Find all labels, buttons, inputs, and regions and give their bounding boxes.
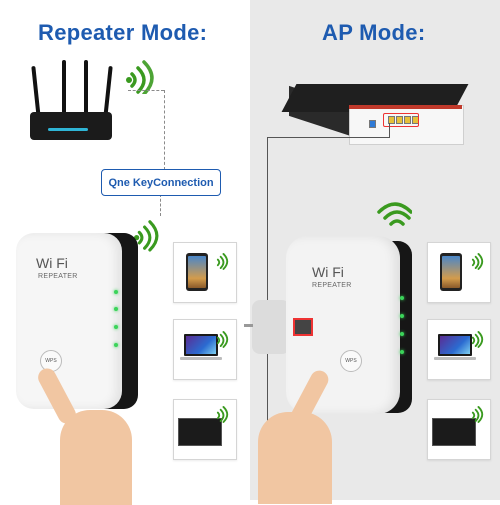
smartphone-icon <box>440 253 462 291</box>
device-card-phone <box>173 242 237 303</box>
ethernet-port <box>388 116 395 124</box>
wifi-repeater-device <box>16 233 122 409</box>
router-status-light <box>48 128 88 131</box>
one-key-connection-button[interactable]: Qne KeyConnection <box>101 169 221 196</box>
smartphone-icon <box>186 253 208 291</box>
hand <box>258 412 332 504</box>
status-led <box>400 296 404 300</box>
wps-button[interactable]: WPS <box>40 350 62 372</box>
repeater-ethernet-port <box>293 318 313 336</box>
repeater-label: REPEATER <box>312 282 352 289</box>
wifi-logo: Wi Fi <box>36 255 68 271</box>
ap-mode-heading: AP Mode: <box>322 20 426 45</box>
status-led <box>400 332 404 336</box>
status-led <box>400 314 404 318</box>
link-line <box>160 194 161 216</box>
status-led <box>114 290 118 294</box>
wireless-router <box>30 112 112 140</box>
hand <box>60 410 132 505</box>
wifi-logo: Wi Fi <box>312 264 344 280</box>
device-card-tv <box>427 399 491 460</box>
ethernet-port <box>404 116 411 124</box>
repeater-mode-heading: Repeater Mode: <box>38 20 208 45</box>
wifi-signal-icon <box>471 331 484 348</box>
device-card-phone <box>427 242 491 303</box>
wifi-signal-icon <box>377 202 412 226</box>
television-icon <box>178 418 222 446</box>
ethernet-cable <box>267 137 390 138</box>
link-line <box>164 90 165 170</box>
wifi-signal-icon <box>216 253 229 270</box>
wifi-signal-icon <box>126 60 154 94</box>
device-card-laptop <box>173 319 237 380</box>
plug-pin <box>244 324 253 327</box>
status-led <box>400 350 404 354</box>
status-led <box>114 307 118 311</box>
wifi-signal-icon <box>216 331 229 348</box>
ethernet-port <box>369 120 376 128</box>
status-led <box>114 325 118 329</box>
switch-stripe <box>349 105 462 109</box>
wall-plug <box>252 300 290 354</box>
wifi-signal-icon <box>134 220 159 252</box>
wifi-signal-icon <box>471 406 484 423</box>
port-highlight <box>383 113 419 127</box>
wps-button[interactable]: WPS <box>340 350 362 372</box>
ethernet-port <box>396 116 403 124</box>
device-card-tv <box>173 399 237 460</box>
router-antenna <box>62 60 66 118</box>
router-antenna <box>84 60 88 118</box>
link-line <box>128 90 164 91</box>
ethernet-cable <box>389 123 390 138</box>
laptop-icon <box>438 334 472 356</box>
repeater-label: REPEATER <box>38 273 78 280</box>
laptop-icon <box>184 334 218 356</box>
television-icon <box>432 418 476 446</box>
ethernet-cable <box>267 137 268 437</box>
wifi-signal-icon <box>216 406 229 423</box>
status-led <box>114 343 118 347</box>
device-card-laptop <box>427 319 491 380</box>
wifi-signal-icon <box>471 253 484 270</box>
